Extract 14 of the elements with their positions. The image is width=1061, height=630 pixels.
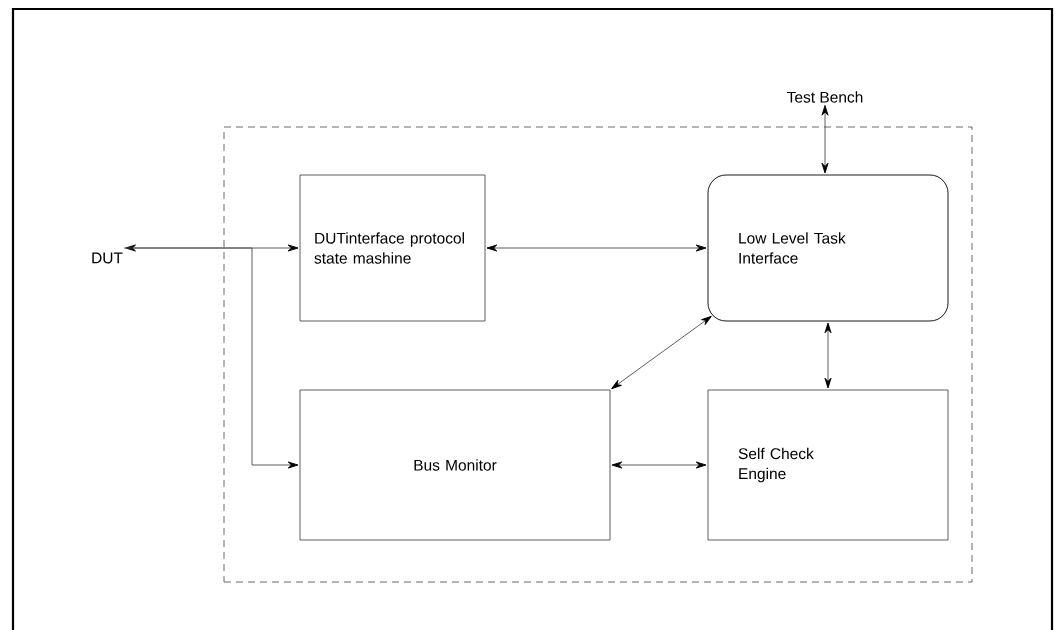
arrow [486, 244, 707, 252]
process-box: Bus Monitor [299, 389, 611, 541]
rounded-box: Low Level Task Interface [707, 174, 949, 322]
label-text: Test Bench [787, 91, 863, 103]
arrow [123, 247, 299, 469]
arrow [125, 244, 299, 252]
dashed-boundary [223, 126, 973, 583]
arrow [821, 104, 829, 174]
arrow [611, 315, 712, 390]
process-box: Self Check Engine [707, 389, 949, 541]
arrow [611, 461, 707, 469]
label-text: DUT [92, 252, 123, 264]
process-box: DUTinterface protocol state mashine [299, 174, 486, 322]
arrow [824, 322, 832, 389]
